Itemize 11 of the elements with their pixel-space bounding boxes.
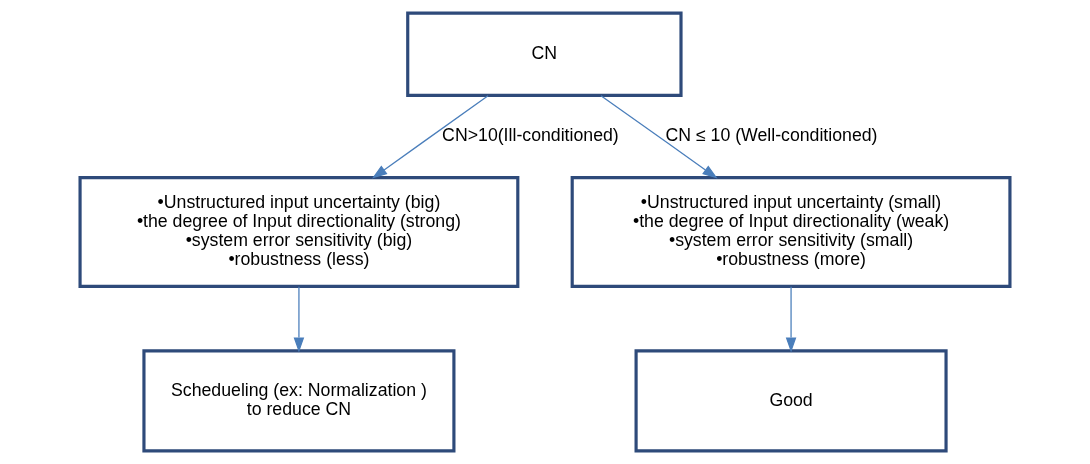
- arrow: [785, 286, 797, 353]
- node-box: •Unstructured input uncertainty (small) •the degree of Input directionality (weak) •system error sensitivity (small) •robustness (more): [570, 176, 1012, 288]
- edge-label: CN ≤ 10 (Well-conditioned): [665, 125, 878, 146]
- node-box: Good: [634, 349, 948, 453]
- arrow: [600, 95, 718, 179]
- node-box: •Unstructured input uncertainty (big) •the degree of Input directionality (strong) •system error sensitivity (big) •robustness (less): [78, 176, 520, 288]
- node-box: CN: [406, 11, 683, 97]
- node-box: Schedueling (ex: Normalization ) to reduce CN: [142, 349, 456, 453]
- edge-label: CN>10(Ill-conditioned): [442, 125, 619, 146]
- arrow: [293, 286, 305, 353]
- arrow: [372, 95, 489, 179]
